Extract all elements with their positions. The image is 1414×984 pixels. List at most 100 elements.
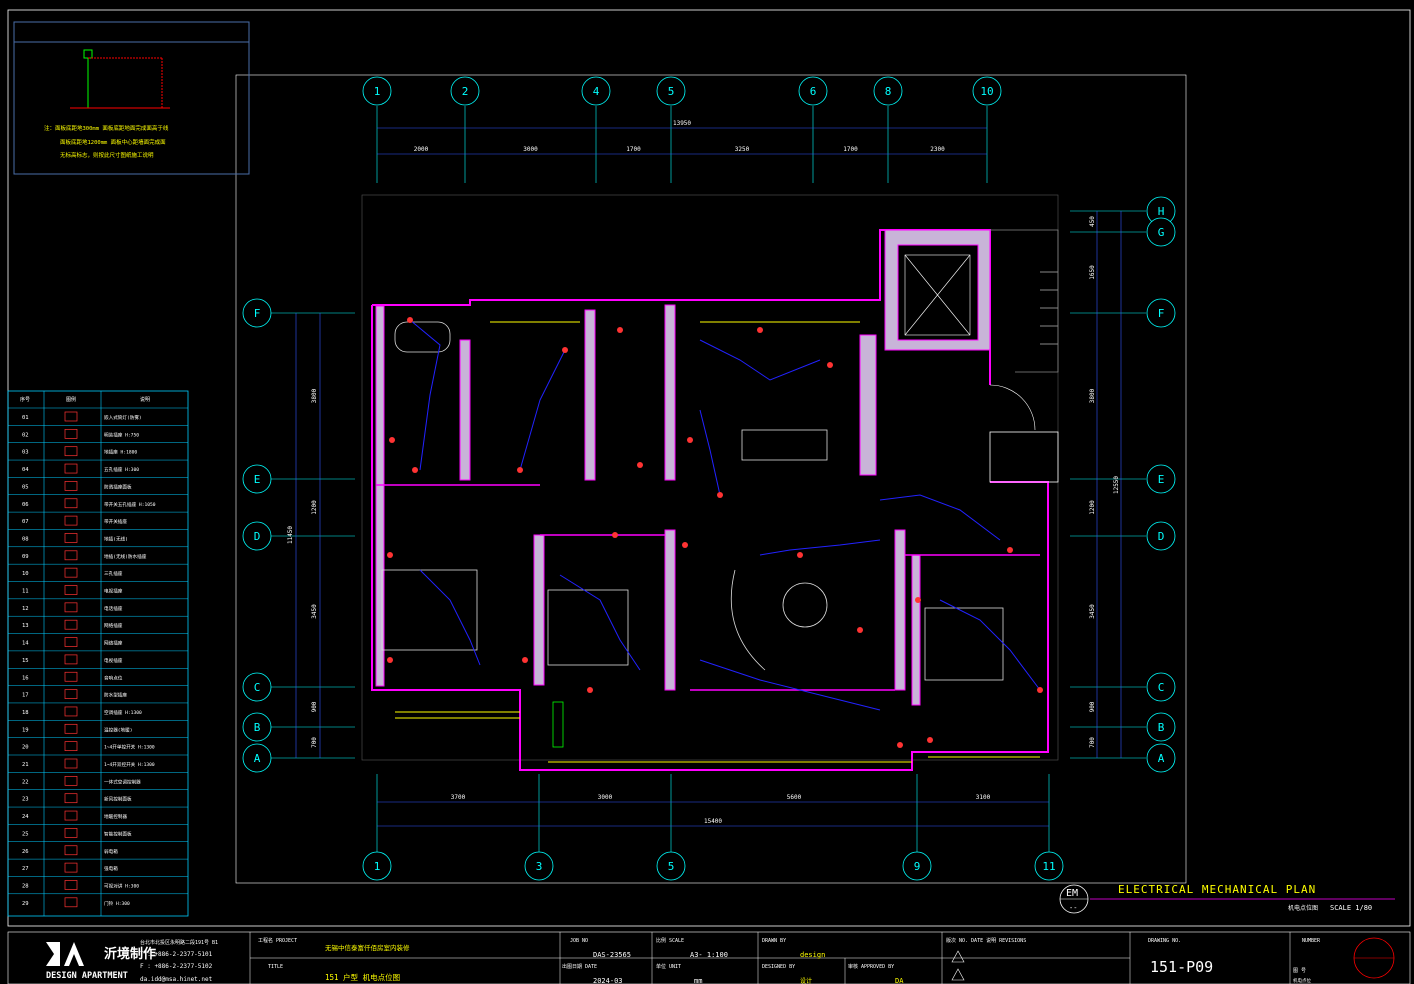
axis-label-left: C (254, 681, 261, 694)
legend-row-description: 1~4开双控开关 H:1300 (104, 761, 155, 768)
dimension-bottom-total: 15400 (704, 818, 722, 825)
legend-symbol-icon (64, 619, 78, 630)
legend-header-desc: 说明 (140, 396, 150, 403)
legend-row-description: 地暖控制器 (104, 813, 127, 820)
legend-symbol-icon (64, 429, 78, 439)
axis-bubble (242, 464, 272, 494)
axis-bubble (656, 76, 686, 106)
legend-row-number: 13 (22, 623, 29, 629)
legend-symbol-icon (64, 446, 78, 457)
designed-by-value: 设计 (800, 977, 812, 984)
axis-label-top: 6 (810, 85, 817, 98)
axis-label-top: 4 (593, 85, 600, 98)
company-address: 台北市北投区永明路二段191号 B1 (140, 939, 218, 946)
legend-row-number: 17 (22, 693, 29, 699)
legend-row-description: 防溅插座面板 (104, 483, 132, 490)
legend-row-description: 带开关五孔插座 H:1050 (104, 501, 156, 508)
axis-bubble (450, 76, 480, 106)
legend-row-description: 智能控制面板 (104, 830, 132, 837)
drawn-by-value: design (800, 951, 825, 959)
wiring-lines (409, 319, 1041, 711)
dimension-right-segment: 1200 (1089, 500, 1096, 515)
legend-row-description: 地插座 H:1800 (104, 449, 137, 456)
legend-row-description: 新风控制面板 (104, 796, 132, 803)
legend-row-number: 27 (22, 866, 29, 872)
legend-table: 序号 图例 说明 01 嵌入式筒灯(防雾) 02 明装插座 H:750 03 地插座 H:… (7, 390, 189, 917)
legend-row-description: 门铃 H:300 (104, 900, 130, 907)
axis-label-top: 1 (374, 85, 381, 98)
legend-symbol-icon (64, 411, 78, 422)
dimension-right-segment: 700 (1089, 737, 1096, 748)
legend-row-description: 五孔插座 H:300 (104, 466, 139, 473)
dimension-bottom-segment: 3700 (451, 794, 466, 801)
note-line-3: 无标高标志，则按此尺寸图纸施工说明 (60, 151, 154, 159)
axis-bubble (362, 851, 392, 881)
drawing-tag-sub: -- (1069, 904, 1077, 912)
dimension-right-segment: 900 (1089, 701, 1096, 712)
legend-row-number: 02 (22, 432, 29, 438)
legend-row-number: 01 (22, 415, 29, 421)
company-email: da.idd@msa.hinet.net (140, 976, 213, 983)
legend-symbol-icon (64, 775, 78, 786)
axis-bubble (902, 851, 932, 881)
legend-symbol-icon (64, 741, 78, 752)
legend-row-number: 24 (22, 814, 29, 820)
legend-symbol-icon (64, 810, 78, 821)
dimension-bottom-segment: 5600 (787, 794, 802, 801)
legend-row-description: 嵌入式筒灯(防雾) (104, 414, 142, 421)
company-name-cn: 沂境制作 (104, 946, 156, 962)
sheet-note: 机电点位 (1293, 977, 1311, 984)
axis-bubble (1146, 712, 1176, 742)
dimension-bottom-segment: 3100 (976, 794, 991, 801)
legend-row-description: 空调插座 H:1300 (104, 709, 142, 716)
axis-bubble (873, 76, 903, 106)
drawing-frame (235, 74, 1187, 884)
company-name: DESIGN APARTMENT (46, 971, 128, 981)
legend-header-no: 序号 (20, 396, 30, 403)
legend-row-number: 03 (22, 450, 29, 456)
date-value: 2024-03 (593, 977, 623, 984)
axis-label-right: D (1158, 530, 1165, 543)
dimension-top-segment: 1700 (843, 146, 858, 153)
legend-row-description: 明装插座 H:750 (104, 431, 139, 438)
note-box: 注：面板底距地300mm 面板底距地面完成面高于线 面板底距地1200mm 面板… (13, 21, 250, 175)
legend-row-number: 10 (22, 571, 29, 577)
note-line-1: 注：面板底距地300mm 面板底距地面完成面高于线 (44, 124, 169, 132)
legend-symbol-icon (64, 671, 78, 682)
legend-header-symbol: 图例 (66, 396, 76, 403)
drawn-by-label: DRAWN BY (762, 938, 786, 944)
drawing-subtitle: 机电点位图 (1288, 904, 1318, 912)
axis-label-right: E (1158, 473, 1165, 486)
legend-row-number: 14 (22, 641, 29, 647)
dimension-left-segment: 1200 (311, 500, 318, 515)
project-value: 无锡中信泰富仟佰房室内装修 (325, 943, 410, 952)
legend-row-number: 21 (22, 762, 29, 768)
legend-row-number: 15 (22, 658, 29, 664)
sheet-border (7, 9, 1411, 927)
legend-row-description: 可视对讲 H:300 (104, 882, 139, 889)
axis-label-bottom: 9 (914, 860, 921, 873)
legend-row-number: 16 (22, 675, 29, 681)
device-markers (387, 317, 1043, 748)
legend-row-number: 09 (22, 554, 29, 560)
job-no-value: DAS-23565 (593, 951, 631, 959)
axis-label-top: 5 (668, 85, 675, 98)
revision-label: 版次 NO. DATE 说明 REVISIONS (946, 937, 1026, 944)
dimension-top-segment: 3000 (523, 146, 538, 153)
company-phone: T : +886-2-2377-5101 (140, 951, 213, 958)
legend-symbol-icon (64, 585, 78, 595)
legend-symbol-icon (64, 567, 78, 578)
revision-triangle-icon (951, 968, 965, 981)
axis-bubble (242, 521, 272, 551)
axis-bubble (1146, 464, 1176, 494)
axis-bubble (362, 76, 392, 106)
axis-label-right: G (1158, 226, 1165, 239)
legend-symbol-icon (64, 533, 78, 543)
axis-bubble (581, 76, 611, 106)
legend-symbol-icon (64, 481, 78, 491)
legend-row-number: 08 (22, 536, 29, 542)
approved-by-label: 审核 APPROVED BY (848, 963, 894, 970)
legend-row-description: 电视插座 (104, 588, 123, 595)
drawing-scale: SCALE 1/80 (1330, 904, 1372, 912)
